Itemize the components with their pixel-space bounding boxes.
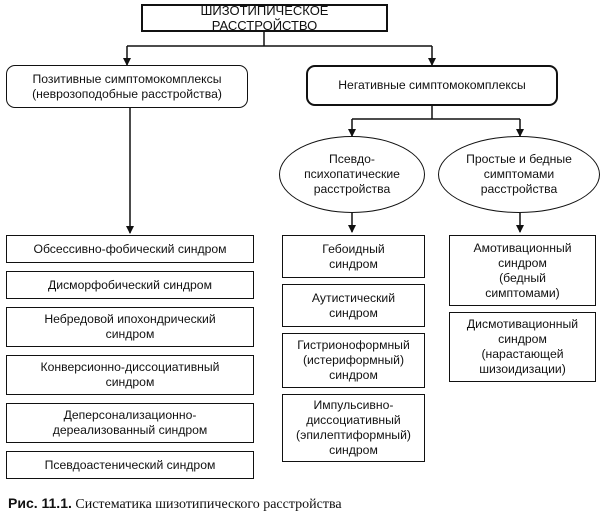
pseudo-node: Псевдо- психопатические расстройства [279, 136, 425, 213]
positive-node: Позитивные симптомокомплексы (неврозопод… [6, 65, 248, 108]
simple-node: Простые и бедные симптомами расстройства [438, 136, 600, 213]
negative-node: Негативные симптомокомплексы [306, 65, 558, 106]
pseudo-item-heboid: Гебоидный синдром [282, 235, 425, 278]
positive-item-pseudoasthenic: Псевдоастенический синдром [6, 451, 254, 479]
positive-item-obsessive: Обсессивно-фобический синдром [6, 235, 254, 263]
caption-label: Рис. 11.1. [8, 495, 72, 511]
positive-item-conversion: Конверсионно-диссоциативный синдром [6, 355, 254, 395]
pseudo-item-histrionic: Гистрионоформный (истериформный) синдром [282, 333, 425, 388]
root-node: ШИЗОТИПИЧЕСКОЕ РАССТРОЙСТВО [141, 3, 388, 33]
simple-item-amotivational: Амотивационный синдром (бедный симптомам… [449, 235, 596, 306]
simple-item-dysmotivational: Дисмотивационный синдром (нарастающей ши… [449, 312, 596, 382]
positive-item-depersonalization: Деперсонализационно- дереализованный син… [6, 403, 254, 443]
positive-item-hypochondriac: Небредовой ипохондрический синдром [6, 307, 254, 347]
pseudo-item-impulsive: Импульсивно- диссоциативный (эпилептифор… [282, 394, 425, 462]
figure-caption: Рис. 11.1. Систематика шизотипического р… [8, 495, 342, 513]
positive-item-dysmorphophobic: Дисморфобический синдром [6, 271, 254, 299]
pseudo-item-autistic: Аутистический синдром [282, 284, 425, 327]
caption-text: Систематика шизотипического расстройства [71, 497, 342, 512]
